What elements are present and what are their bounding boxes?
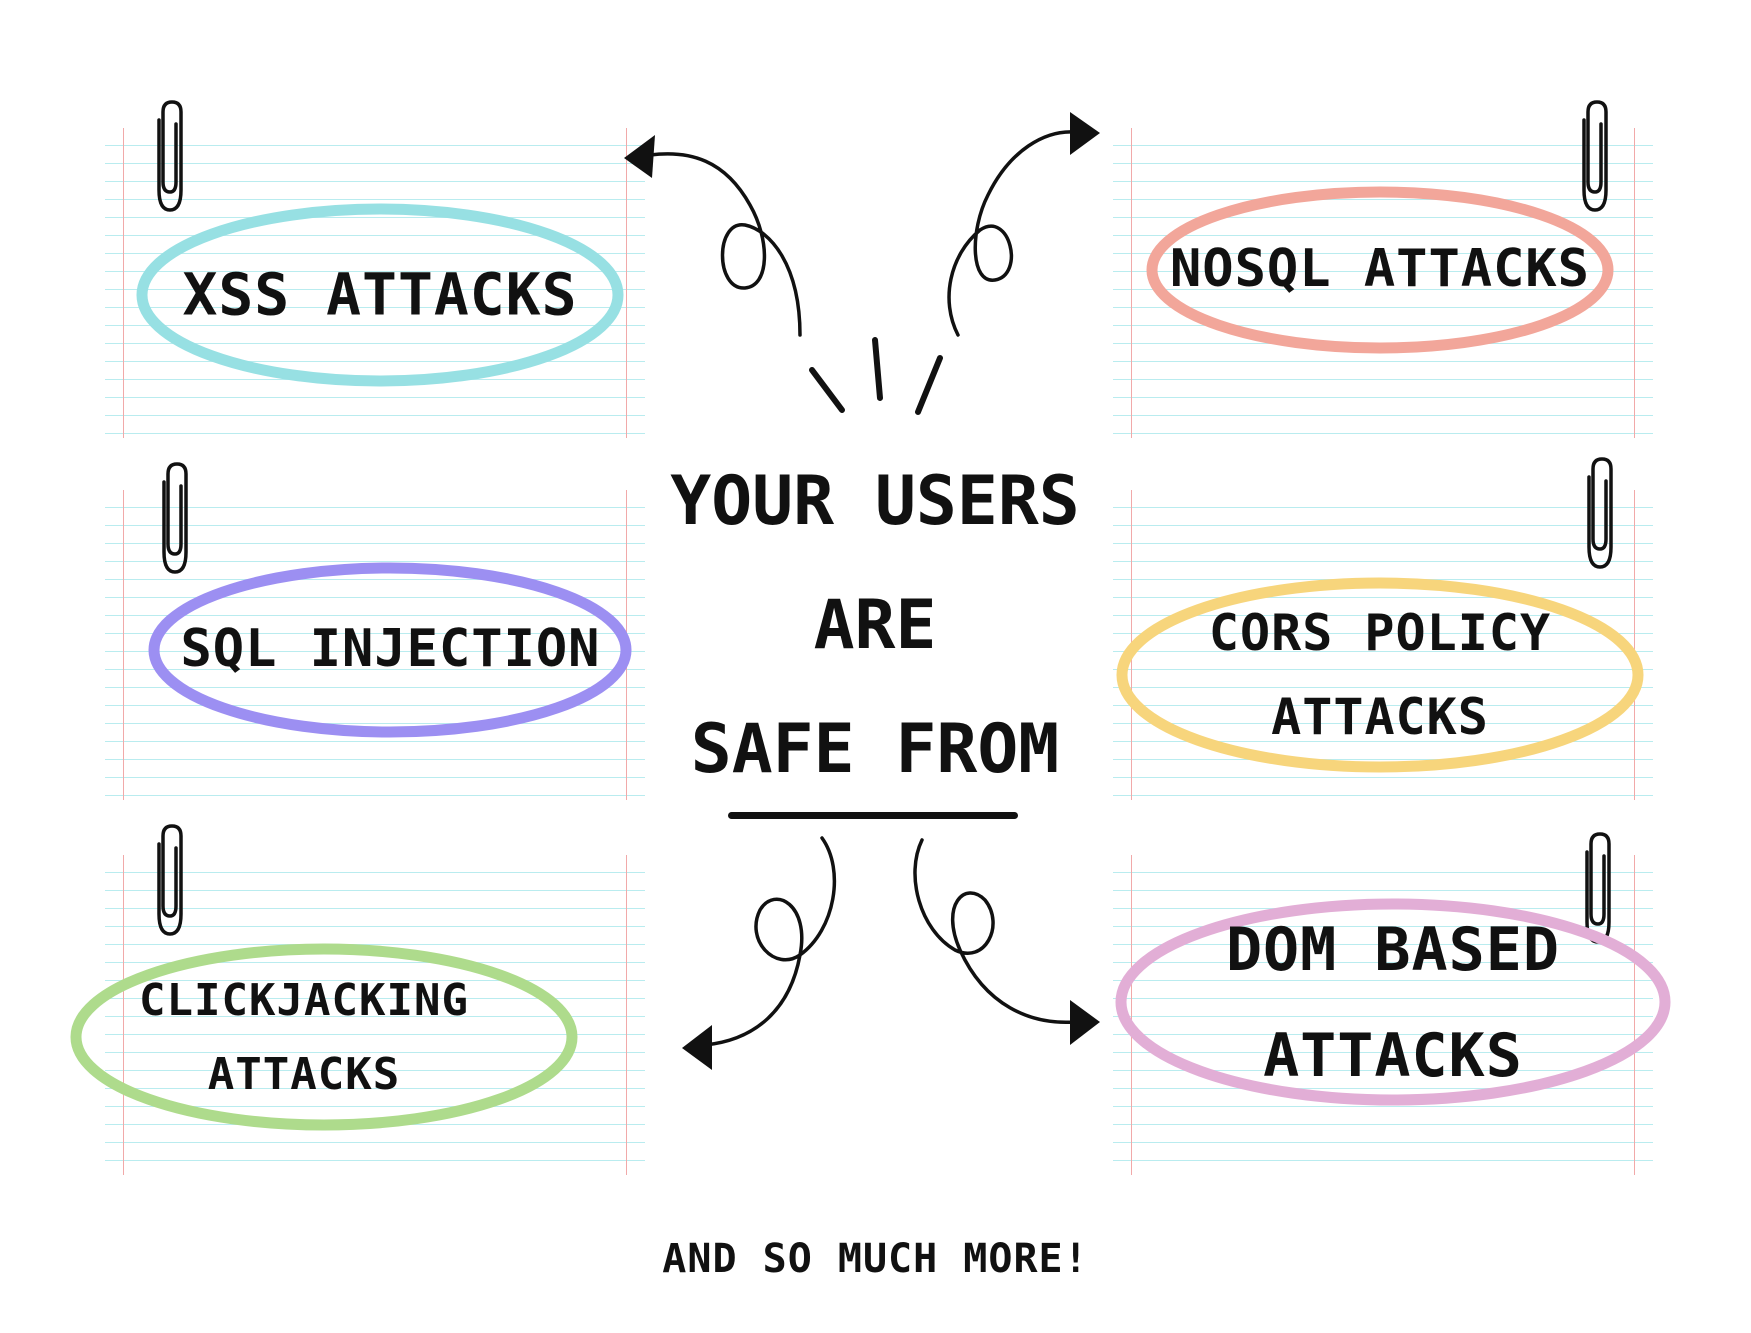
curly-arrow-icon [947,112,1100,337]
oval-outline [70,943,578,1131]
oval-outline [1116,577,1644,773]
paperclip-icon [157,100,183,212]
attack-label-nosql: NOSQL ATTACKS [1170,239,1590,300]
attack-label-cors: CORS POLICY ATTACKS [1208,604,1552,746]
note-margin-line [1634,128,1635,438]
oval-stroke [136,203,624,387]
note-margin-line [1634,490,1635,800]
paperclip-icon [1582,100,1608,212]
note-card-nosql [1113,128,1653,438]
oval-outline [1115,898,1671,1106]
note-margin-line [1131,855,1132,1175]
attack-label-sql: SQL INJECTION [180,619,601,680]
oval-outline [148,562,632,738]
attack-oval-cors: CORS POLICY ATTACKS [1110,570,1650,780]
oval-stroke [1146,186,1614,354]
oval-stroke [148,562,632,738]
footer-text: AND SO MUCH MORE! [662,1236,1089,1282]
attack-oval-dom: DOM BASED ATTACKS [1108,890,1678,1115]
note-margin-line [123,128,124,438]
note-margin-line [626,128,627,438]
heading-line-1: YOUR USERS [670,462,1080,541]
note-margin-line [1131,128,1132,438]
note-margin-line [123,490,124,800]
attack-label-xss: XSS ATTACKS [182,260,578,329]
curly-arrow-icon [682,836,837,1070]
curly-arrow-icon [624,135,802,337]
oval-stroke [70,943,578,1131]
note-card-sql [105,490,645,800]
paperclip-icon [162,462,188,574]
heading-line-3: SAFE FROM [690,710,1060,789]
note-margin-line [626,855,627,1175]
burst-lines-icon [809,337,943,415]
oval-outline [136,203,624,387]
oval-stroke [1115,898,1671,1106]
note-card-cors [1113,490,1653,800]
center-heading: YOUR USERS ARE SAFE FROM [640,440,1110,812]
attack-oval-sql: SQL INJECTION [143,555,638,745]
attack-oval-nosql: NOSQL ATTACKS [1140,180,1620,360]
paperclip-icon [1587,457,1613,569]
note-card-xss [105,128,645,438]
oval-outline [1146,186,1614,354]
oval-stroke [1116,577,1644,773]
curly-arrow-icon [913,838,1100,1045]
attack-oval-xss: XSS ATTACKS [130,195,630,395]
attack-label-clickjacking: CLICKJACKING ATTACKS [139,974,469,1100]
heading-underline [728,812,1018,819]
heading-line-2: ARE [813,586,937,665]
note-margin-line [1634,855,1635,1175]
attack-oval-clickjacking: CLICKJACKING ATTACKS [64,935,584,1140]
attack-label-dom: DOM BASED ATTACKS [1225,914,1561,1091]
paperclip-icon [157,824,183,936]
note-margin-line [123,855,124,1175]
